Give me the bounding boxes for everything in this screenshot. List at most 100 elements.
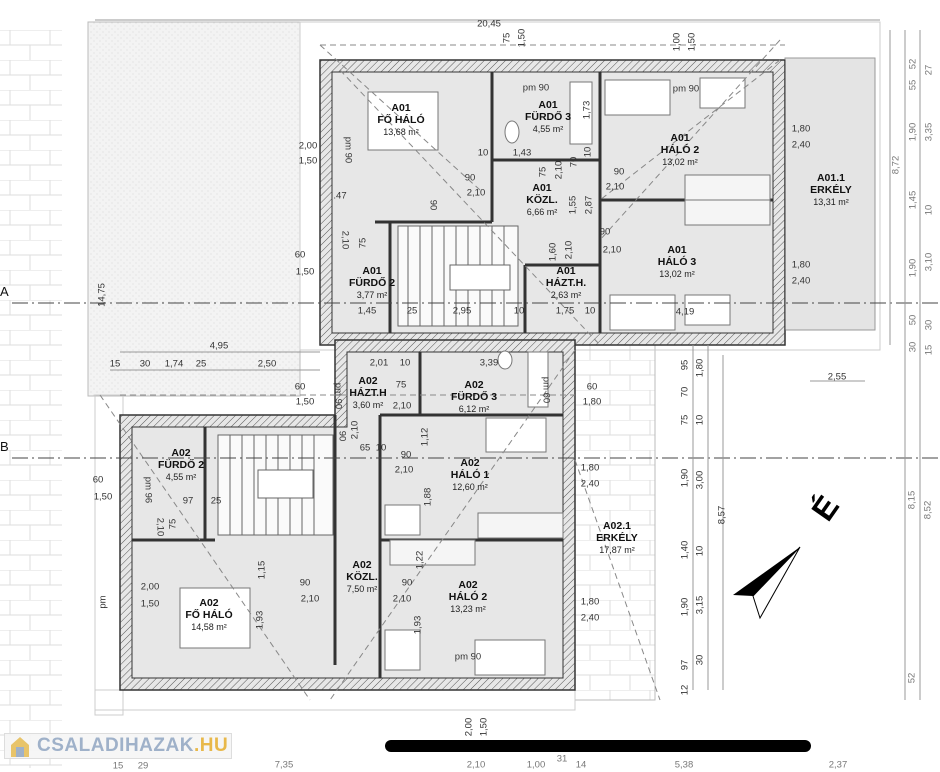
room-name: KÖZL.	[526, 194, 558, 206]
dimension-label: 2,10	[553, 160, 565, 180]
dimension-label: 2,40	[791, 275, 811, 287]
dimension-label: 1,90	[679, 468, 691, 488]
dimension-label: 2,10	[392, 400, 412, 412]
dimension-label: 3,39	[479, 357, 499, 369]
dimension-label: 1,43	[512, 147, 532, 159]
dimension-label: 1,93	[254, 610, 266, 630]
dimension-label: 2,10	[466, 187, 486, 199]
room-area: 3,77 m²	[356, 290, 388, 300]
dimension-label: 90	[427, 199, 439, 211]
room-name: HÁLÓ 3	[657, 256, 697, 268]
room-code: A02	[352, 559, 372, 571]
dimension-label: pm 90	[332, 382, 344, 410]
dimension-label: 4,19	[675, 306, 695, 318]
room-name: FŐ HÁLÓ	[377, 114, 425, 126]
dimension-label: 10	[582, 146, 594, 158]
dimension-label: 90	[400, 449, 412, 461]
dimension-label: 1,40	[679, 540, 691, 560]
unit-a02	[99, 339, 661, 701]
dimension-label: 50	[907, 314, 919, 326]
dimension-label: pm 96	[142, 476, 154, 504]
dimension-label: 2,37	[828, 759, 848, 771]
dimension-label: 2,10	[339, 230, 351, 250]
dimension-label: pm 90	[342, 136, 354, 164]
section-marker-a: A	[0, 284, 9, 299]
dimension-label: 30	[694, 654, 706, 666]
room-code: A02	[358, 375, 378, 387]
dimension-label: 1,93	[412, 615, 424, 635]
dimension-label: 2,50	[257, 358, 277, 370]
dimension-label: 1,50	[140, 598, 160, 610]
dimension-label: 1,22	[414, 550, 426, 570]
dimension-label: 95	[679, 359, 691, 371]
room-area: 6,66 m²	[526, 207, 558, 217]
dimension-label: 2,10	[392, 593, 412, 605]
dimension-label: 1,50	[298, 155, 318, 167]
dimension-label: 1,00	[671, 32, 683, 52]
dimension-label: 1,50	[478, 717, 490, 737]
room-area: 13,02 m²	[659, 269, 695, 279]
room-code: A01	[362, 265, 382, 277]
dimension-label: 2,00	[463, 717, 475, 737]
dimension-label: 8,72	[890, 155, 902, 175]
home-indicator-bar[interactable]	[385, 740, 811, 752]
dimension-label: 1,90	[907, 258, 919, 278]
room-area: 13,68 m²	[383, 127, 419, 137]
dimension-label: 75	[501, 32, 513, 44]
dimension-label: 12	[679, 684, 691, 696]
dimension-label: 1,90	[907, 122, 919, 142]
dimension-label: 1,73	[581, 100, 593, 120]
watermark-suffix: .HU	[193, 735, 229, 756]
watermark-text: CSALADIHAZAK	[37, 735, 194, 756]
dimension-label: 90	[401, 577, 413, 589]
dimension-label: 1,50	[686, 32, 698, 52]
dimension-label: 14	[575, 759, 587, 771]
dimension-label: 70	[679, 386, 691, 398]
dimension-label: 90	[336, 430, 348, 442]
dimension-label: 25	[406, 305, 418, 317]
dimension-label: 1,45	[907, 190, 919, 210]
dimension-label: 1,80	[582, 396, 602, 408]
room-area: 14,58 m²	[191, 622, 227, 632]
dimension-label: 10	[375, 442, 387, 454]
house-logo-icon	[9, 735, 31, 757]
dimension-label: 1,60	[547, 242, 559, 262]
dimension-label: 2,10	[602, 244, 622, 256]
room-area: 2,63 m²	[550, 290, 582, 300]
dimension-label: 1,80	[580, 596, 600, 608]
dimension-label: 2,40	[580, 612, 600, 624]
dimension-label: 15	[923, 344, 935, 356]
room-area: 13,31 m²	[813, 197, 849, 207]
room-area: 6,12 m²	[458, 404, 490, 414]
dimension-label: 10	[694, 545, 706, 557]
dimension-label: 2,10	[605, 181, 625, 193]
dimension-label: 8,57	[716, 505, 728, 525]
dimension-label: 2,40	[580, 478, 600, 490]
dimension-label: 2,55	[827, 371, 847, 383]
dimension-label: 15	[112, 760, 124, 772]
dimension-label: pm 90	[454, 651, 482, 663]
room-code: A02	[171, 447, 191, 459]
dimension-label: 60	[586, 381, 598, 393]
room-name: HÁLÓ 2	[660, 144, 700, 156]
room-area: 4,55 m²	[532, 124, 564, 134]
room-name: ERKÉLY	[810, 184, 852, 196]
room-name: FÜRDŐ 3	[524, 111, 572, 123]
dimension-label: 3,00	[694, 470, 706, 490]
plot-outline-bottom	[94, 689, 576, 711]
dimension-label: 2,10	[394, 464, 414, 476]
dimension-label: 3,10	[923, 252, 935, 272]
room-area: 17,87 m²	[599, 545, 635, 555]
balcony-a01	[784, 57, 876, 331]
dimension-label: pm 90	[672, 83, 700, 95]
